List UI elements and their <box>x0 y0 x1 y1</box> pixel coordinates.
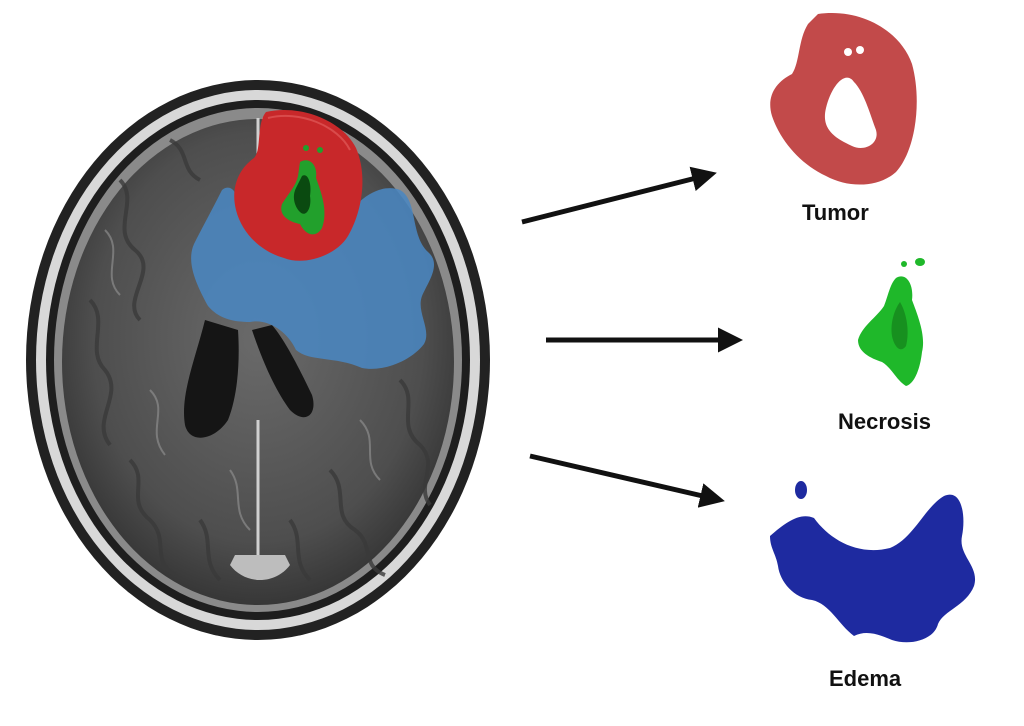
brain-gyri-light <box>104 229 381 531</box>
necrosis-overlay-dot-1 <box>303 145 309 151</box>
tumor-overlay-edge <box>267 114 351 151</box>
isolated-edema-shape <box>770 494 976 643</box>
isolated-necrosis-inner <box>891 302 908 350</box>
occipital-bright-patch <box>230 555 290 580</box>
ventricle-right <box>252 325 314 418</box>
isolated-necrosis-shape <box>858 276 924 386</box>
mri-brain-scan <box>26 80 490 640</box>
necrosis-overlay-dot-2 <box>317 147 323 153</box>
necrosis-overlay-core <box>293 175 311 214</box>
label-necrosis: Necrosis <box>838 409 931 434</box>
isolated-necrosis-fragment-1 <box>915 258 925 266</box>
ventricle-left <box>184 320 239 438</box>
isolated-necrosis-fragment-2 <box>901 261 907 267</box>
isolated-necrosis <box>858 258 925 386</box>
label-edema: Edema <box>829 666 902 691</box>
isolated-tumor-hole-1 <box>844 48 852 56</box>
isolated-edema-fragment <box>795 481 807 499</box>
arrow-to-tumor <box>521 166 717 225</box>
isolated-tumor-hole-2 <box>856 46 864 54</box>
arrow-to-edema <box>529 453 725 508</box>
isolated-tumor <box>770 13 917 185</box>
label-tumor: Tumor <box>802 200 869 225</box>
isolated-tumor-shape <box>770 13 917 185</box>
brain-gyri <box>88 138 432 582</box>
isolated-edema <box>770 481 976 643</box>
